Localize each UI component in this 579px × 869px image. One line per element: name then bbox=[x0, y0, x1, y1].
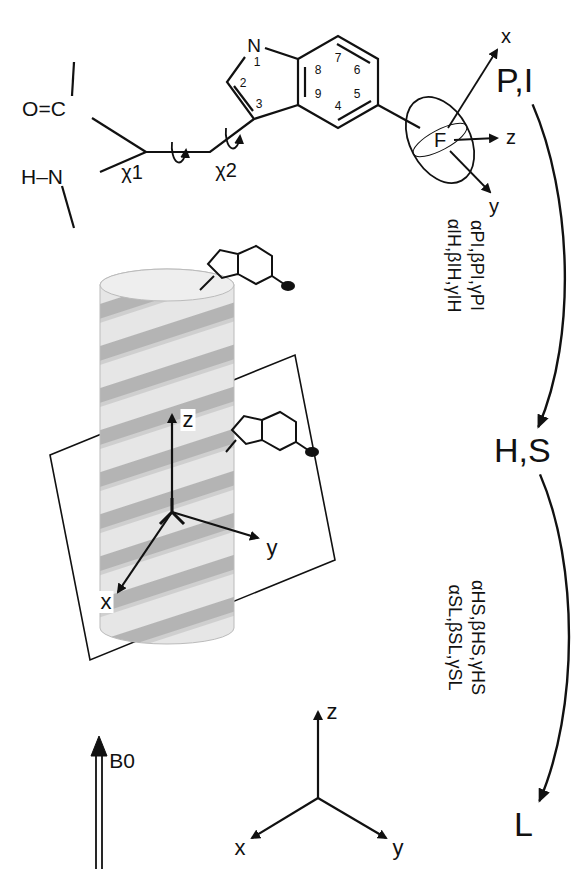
axis-label: x bbox=[501, 26, 511, 46]
rotation-arrow bbox=[172, 128, 240, 163]
axis-label: z bbox=[181, 409, 196, 431]
tryptophan-icon bbox=[200, 246, 319, 457]
atom-number: 8 bbox=[315, 64, 322, 76]
frame-name: P,I bbox=[496, 62, 533, 99]
tryptophan-structure bbox=[62, 36, 420, 228]
atom-number: 3 bbox=[256, 98, 263, 110]
helix-axes bbox=[118, 415, 258, 592]
field-label: B0 bbox=[109, 750, 135, 771]
euler-angles: αPI,βPI,γPI αIH,βIH,γIH bbox=[443, 216, 490, 316]
frame-label: H,S bbox=[490, 430, 555, 471]
axis-label: x bbox=[235, 837, 246, 859]
axis-label: x bbox=[99, 591, 114, 613]
atom-number: 4 bbox=[335, 100, 342, 112]
axis-label: y bbox=[265, 537, 280, 559]
atom-number: 9 bbox=[315, 88, 322, 100]
atom-number: 2 bbox=[240, 77, 247, 89]
helix bbox=[100, 269, 234, 644]
dihedral-label: χ2 bbox=[215, 160, 237, 180]
axis-label: z bbox=[327, 701, 338, 723]
frame-name: H,S bbox=[494, 432, 551, 469]
lab-axes bbox=[252, 712, 386, 838]
atom-number: 1 bbox=[254, 56, 261, 68]
atom-number: 5 bbox=[354, 88, 361, 100]
dihedral-label: χ1 bbox=[121, 162, 143, 182]
atom-label: F bbox=[434, 130, 446, 150]
euler-angles: αHS,βHS,γHS αSL,βSL,γSL bbox=[443, 577, 490, 698]
frame-label: L bbox=[510, 804, 537, 845]
axis-label: y bbox=[489, 196, 499, 216]
carbonyl-label: O=C bbox=[22, 98, 66, 119]
axis-label: z bbox=[506, 127, 516, 147]
transform-arrow bbox=[533, 104, 565, 427]
shielding-tensor bbox=[392, 50, 497, 195]
atom-label: N bbox=[247, 36, 261, 55]
transform-arrow bbox=[539, 474, 569, 801]
amide-label: H–N bbox=[21, 166, 63, 187]
axis-label: y bbox=[393, 837, 404, 859]
frame-label: P,I bbox=[492, 60, 537, 101]
atom-number: 7 bbox=[335, 52, 342, 64]
field-arrow bbox=[91, 736, 107, 869]
frame-name: L bbox=[514, 806, 533, 843]
atom-number: 6 bbox=[354, 64, 361, 76]
